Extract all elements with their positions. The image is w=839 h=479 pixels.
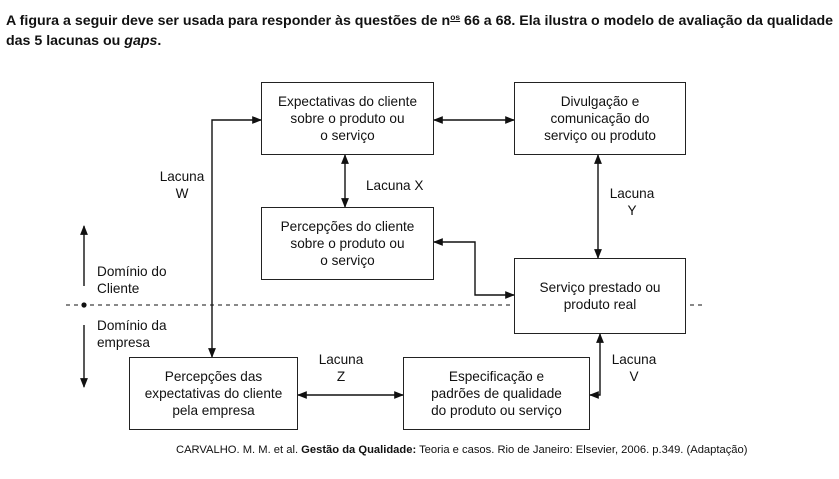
- box-expectativas-cliente: Expectativas do cliente sobre o produto o…: [261, 82, 434, 155]
- label-line: Lacuna: [611, 352, 657, 367]
- box-text-line: sobre o produto ou: [290, 111, 405, 126]
- box-text-line: Expectativas do cliente: [277, 94, 418, 109]
- intro-text-continued: 66 a 68. Ela ilustra o modelo de avaliaç…: [6, 13, 834, 49]
- intro-paragraph: A figura a seguir deve ser usada para re…: [6, 7, 834, 51]
- label-line: empresa: [97, 335, 150, 350]
- intro-superscript: os: [450, 12, 461, 22]
- label-lacuna-x: Lacuna X: [366, 177, 423, 194]
- label-line: Lacuna: [318, 352, 364, 367]
- box-servico-prestado: Serviço prestado ou produto real: [514, 258, 686, 334]
- label-line: V: [629, 369, 639, 384]
- label-dominio-empresa: Domínio da empresa: [97, 317, 167, 351]
- intro-text: A figura a seguir deve ser usada para re…: [6, 13, 451, 29]
- box-text-line: Percepções das: [164, 369, 263, 384]
- box-text-line: Especificação e: [448, 369, 545, 384]
- box-text-line: padrões de qualidade: [431, 386, 562, 401]
- label-line: Lacuna: [159, 169, 205, 184]
- source-citation: CARVALHO. M. M. et al. Gestão da Qualida…: [176, 444, 747, 456]
- label-line: Domínio da: [97, 318, 167, 333]
- citation-title: Gestão da Qualidade:: [301, 444, 417, 456]
- arrow-lacuna-w: [208, 116, 262, 358]
- box-divulgacao-comunicacao: Divulgação e comunicação do serviço ou pro…: [514, 82, 686, 155]
- box-percepcoes-cliente: Percepções do cliente sobre o produto ou o…: [261, 207, 434, 280]
- arrow-lacuna-v: [589, 333, 604, 399]
- box-percepcoes-empresa: Percepções das expectativas do cliente pel…: [129, 357, 298, 430]
- label-line: Domínio do: [97, 264, 167, 279]
- box-text-line: produto real: [563, 297, 637, 312]
- box-text-line: Percepções do cliente: [280, 219, 415, 234]
- box-especificacao-padroes: Especificação e padrões de qualidade do pr…: [403, 357, 590, 430]
- arrow-servico-percepcoes: [433, 238, 515, 299]
- label-dominio-cliente: Domínio do Cliente: [97, 263, 167, 297]
- box-text-line: sobre o produto ou: [290, 236, 405, 251]
- box-text-line: Serviço prestado ou: [539, 280, 661, 295]
- intro-gaps-word: gaps: [124, 33, 158, 49]
- box-text-line: comunicação do: [550, 111, 650, 126]
- box-text-line: Divulgação e: [560, 94, 640, 109]
- label-line: Lacuna: [609, 186, 655, 201]
- label-line: Lacuna X: [366, 178, 424, 193]
- box-text-line: do produto ou serviço: [431, 403, 562, 418]
- label-line: Y: [627, 203, 637, 218]
- intro-period: .: [157, 33, 162, 49]
- box-text-line: o serviço: [320, 253, 375, 268]
- box-text-line: serviço ou produto: [544, 128, 656, 143]
- label-line: Cliente: [97, 281, 140, 296]
- domain-divider-dot: [81, 302, 87, 308]
- label-line: Z: [336, 369, 346, 384]
- label-line: W: [175, 186, 189, 201]
- box-text-line: o serviço: [320, 128, 375, 143]
- citation-authors: CARVALHO. M. M. et al.: [176, 444, 302, 456]
- box-text-line: expectativas do cliente: [144, 386, 283, 401]
- box-text-line: pela empresa: [172, 403, 255, 418]
- citation-rest: Teoria e casos. Rio de Janeiro: Elsevier…: [416, 444, 748, 456]
